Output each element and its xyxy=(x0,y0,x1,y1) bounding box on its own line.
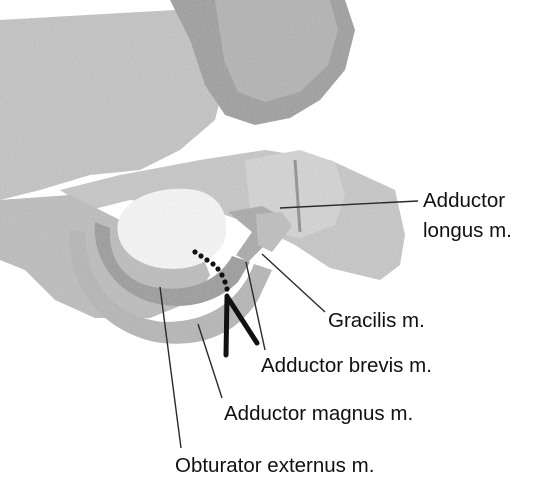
label-gracilis: Gracilis m. xyxy=(328,309,425,332)
bone-illustration xyxy=(0,0,405,344)
label-obturator-externus: Obturator externus m. xyxy=(175,454,374,477)
label-adductor-longus-line2: longus m. xyxy=(423,219,512,242)
label-adductor-longus-line1: Adductor xyxy=(423,189,505,212)
obturator-foramen xyxy=(118,189,227,269)
label-adductor-magnus: Adductor magnus m. xyxy=(224,402,413,425)
leader-obturator-externus xyxy=(160,287,181,448)
leader-gracilis xyxy=(262,254,325,312)
label-adductor-brevis: Adductor brevis m. xyxy=(261,354,432,377)
